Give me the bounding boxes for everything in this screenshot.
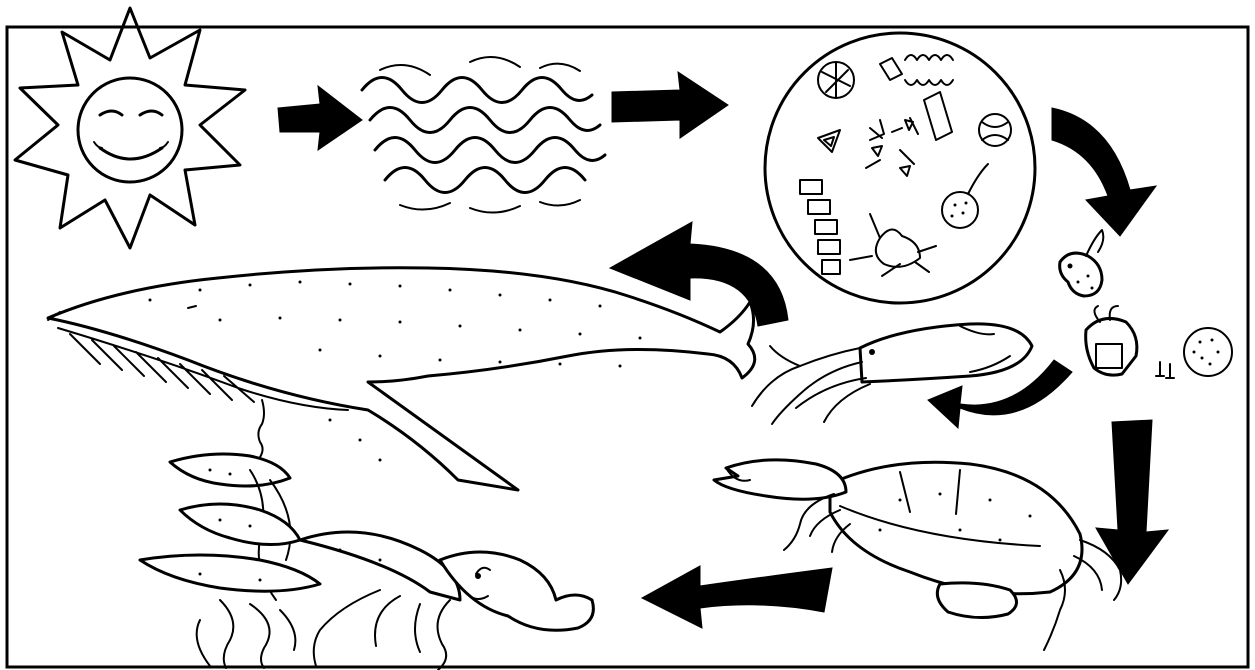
octopus-icon [140, 454, 593, 670]
small-fish-icon [1060, 230, 1104, 296]
plankton-circle-icon [765, 33, 1035, 303]
sun-icon [15, 8, 245, 248]
whale-icon [48, 268, 755, 490]
arrow-water-to-plankton [612, 72, 728, 138]
arrow-plankton-to-fish [1052, 108, 1156, 236]
arrow-krill-to-crab [1096, 420, 1168, 584]
arrow-sun-to-water [278, 86, 362, 150]
ocean-waves-icon [362, 57, 605, 213]
arrow-crab-to-octopus [642, 566, 832, 628]
crab-icon [714, 460, 1121, 650]
krill-icon [1086, 306, 1232, 378]
